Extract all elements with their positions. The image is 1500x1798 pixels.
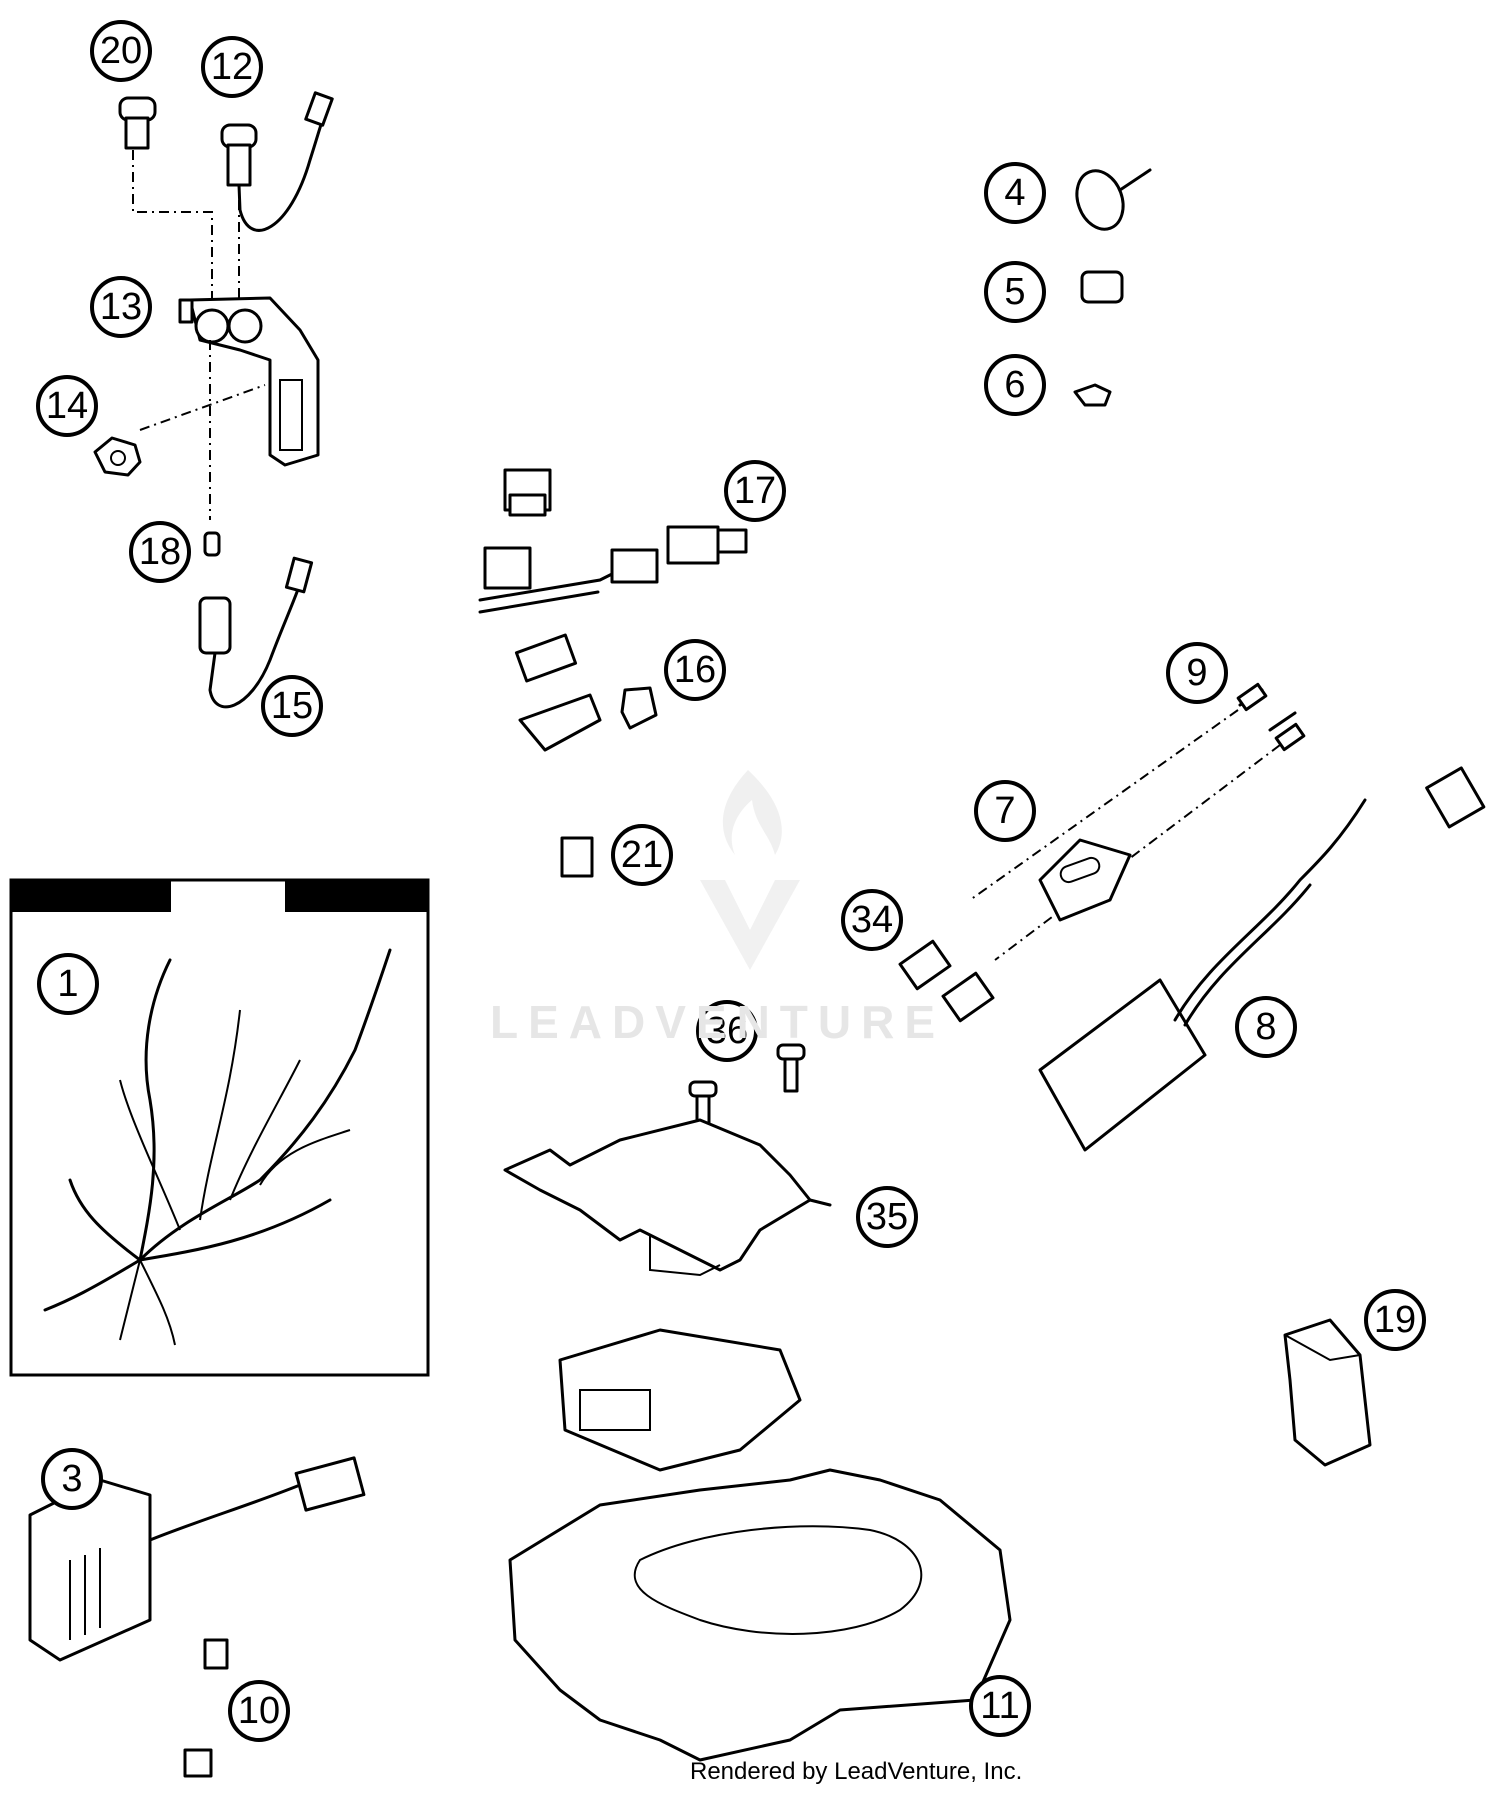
svg-text:19: 19 [1374, 1299, 1416, 1341]
part-36-screws[interactable] [688, 1043, 806, 1130]
callout-13[interactable]: 13 [90, 276, 152, 338]
callout-11[interactable]: 11 [969, 1675, 1031, 1737]
callout-5[interactable]: 5 [984, 261, 1046, 323]
callout-18[interactable]: 18 [129, 521, 191, 583]
svg-text:11: 11 [980, 1685, 1019, 1727]
callout-4[interactable]: 4 [984, 162, 1046, 224]
callout-17[interactable]: 17 [724, 460, 786, 522]
callout-10[interactable]: 10 [228, 1680, 290, 1742]
callout-3[interactable]: 3 [41, 1448, 103, 1510]
svg-text:5: 5 [1004, 271, 1025, 313]
part-12-lamp-socket[interactable] [220, 91, 334, 232]
part-5-cable-clip[interactable] [1080, 270, 1124, 304]
svg-text:14: 14 [46, 385, 88, 427]
footer-credit: Rendered by LeadVenture, Inc. [690, 1758, 1023, 1785]
part-15-lamp-socket[interactable] [198, 556, 314, 709]
part-14-grommet[interactable] [93, 436, 142, 477]
part-35-bracket[interactable] [503, 1118, 832, 1277]
svg-text:4: 4 [1004, 172, 1025, 214]
part-16-connector-set[interactable] [514, 633, 658, 752]
svg-text:20: 20 [100, 30, 142, 72]
leader-line [969, 709, 1239, 901]
callout-34[interactable]: 34 [841, 889, 903, 951]
callout-9[interactable]: 9 [1166, 642, 1228, 704]
callout-7[interactable]: 7 [974, 780, 1036, 842]
callout-8[interactable]: 8 [1235, 996, 1297, 1058]
callout-14[interactable]: 14 [36, 375, 98, 437]
part-18-bulb[interactable] [203, 531, 221, 557]
svg-text:10: 10 [238, 1690, 280, 1732]
svg-text:15: 15 [271, 685, 313, 727]
svg-text:36: 36 [706, 1010, 748, 1052]
svg-text:8: 8 [1255, 1006, 1276, 1048]
leader-line [994, 744, 1281, 961]
part-8-sensor[interactable] [1038, 766, 1486, 1152]
callout-21[interactable]: 21 [611, 824, 673, 886]
part-13-bulb-holder[interactable] [178, 296, 320, 467]
callout-16[interactable]: 16 [664, 639, 726, 701]
leader-line [132, 150, 213, 300]
svg-text:7: 7 [994, 790, 1015, 832]
part-21-terminal[interactable] [560, 836, 594, 878]
svg-text:18: 18 [139, 531, 181, 573]
part-34-sleeves[interactable] [898, 939, 995, 1023]
svg-text:9: 9 [1186, 652, 1207, 694]
svg-text:16: 16 [674, 649, 716, 691]
callout-1[interactable]: 1 [37, 953, 99, 1015]
part-20-plug[interactable] [118, 96, 157, 150]
part-17-connector-set[interactable] [478, 468, 748, 614]
callout-12[interactable]: 12 [201, 36, 263, 98]
callout-6[interactable]: 6 [984, 354, 1046, 416]
svg-text:21: 21 [621, 834, 663, 876]
svg-text:35: 35 [866, 1196, 908, 1238]
callout-35[interactable]: 35 [856, 1186, 918, 1248]
part-4-cable-tie[interactable] [1069, 164, 1152, 235]
callout-15[interactable]: 15 [261, 675, 323, 737]
svg-text:6: 6 [1004, 364, 1025, 406]
part-6-clip[interactable] [1073, 383, 1112, 407]
svg-text:12: 12 [211, 46, 253, 88]
part-9-screws[interactable] [1236, 682, 1306, 752]
callout-36[interactable]: 36 [696, 1000, 758, 1062]
watermark-text: LEADVENTURE [490, 996, 946, 1048]
svg-text:3: 3 [61, 1458, 82, 1500]
part-7-bracket[interactable] [1038, 838, 1132, 922]
part-11-ecu-housing[interactable] [508, 1328, 1012, 1762]
svg-text:17: 17 [734, 470, 776, 512]
svg-text:13: 13 [100, 286, 142, 328]
leader-line [139, 384, 266, 431]
part-19-relay[interactable] [1283, 1318, 1372, 1467]
svg-text:34: 34 [851, 899, 893, 941]
callout-19[interactable]: 19 [1364, 1289, 1426, 1351]
svg-text:1: 1 [57, 963, 78, 1005]
watermark-logo [700, 770, 800, 970]
callout-20[interactable]: 20 [90, 20, 152, 82]
part-10-screws[interactable] [183, 1638, 229, 1778]
